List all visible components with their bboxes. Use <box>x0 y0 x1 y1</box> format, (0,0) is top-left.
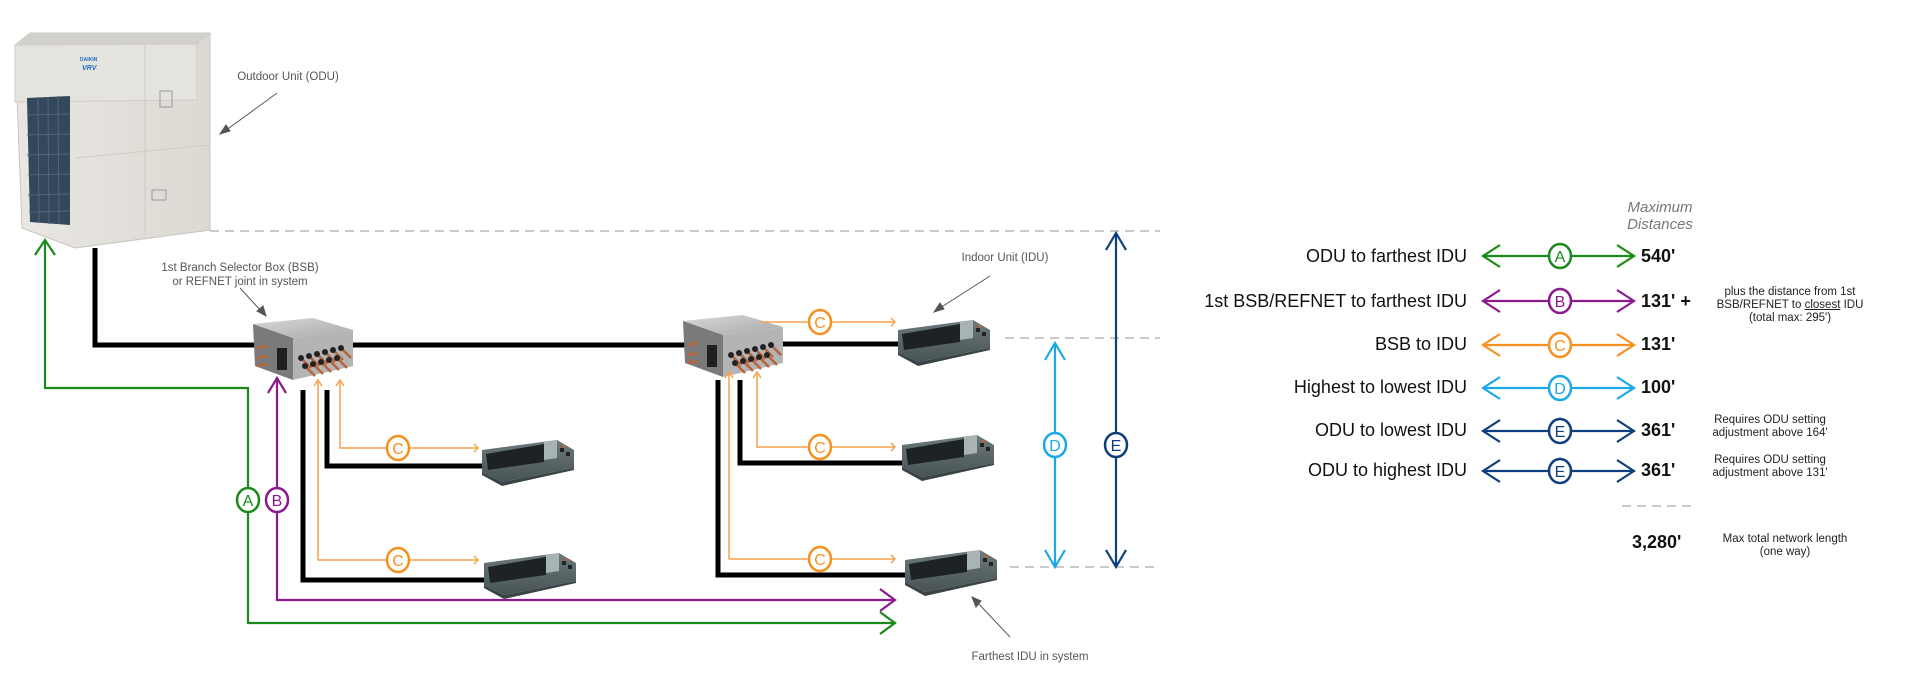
legend-marker-a: A <box>1547 242 1573 270</box>
legend-arrow-1 <box>1480 244 1637 268</box>
legend-arrow-6 <box>1480 459 1637 483</box>
legend-note-total: Max total network length (one way) <box>1722 533 1848 558</box>
marker-letter: B <box>1555 294 1566 311</box>
pipe-bsb1-to-idu-mid <box>324 390 485 469</box>
legend-label-a: ODU to farthest IDU <box>1305 246 1467 266</box>
legend-note-e-highest: Requires ODU setting adjustment above 13… <box>1712 454 1828 479</box>
legend-value-e-lowest: 361' <box>1641 420 1676 440</box>
legend-marker-b: B <box>1547 287 1573 315</box>
indoor-unit-bsb1-low <box>484 553 576 599</box>
marker-c: C <box>807 308 833 336</box>
branch-selector-box-2 <box>681 313 785 379</box>
distance-d-arrow <box>1044 340 1066 570</box>
legend-label-b: 1st BSB/REFNET to farthest IDU <box>1204 291 1467 311</box>
refrigerant-piping <box>92 248 905 583</box>
marker-letter: A <box>243 493 254 510</box>
marker-letter: A <box>1555 249 1566 266</box>
marker-a: A <box>235 486 261 514</box>
legend-label-c: BSB to IDU <box>1374 334 1467 354</box>
marker-c: C <box>385 546 411 574</box>
odu-callout: Outdoor Unit (ODU) <box>237 71 339 83</box>
marker-letter: C <box>814 315 826 332</box>
pipe-bsb2-to-idu-low <box>715 380 905 578</box>
marker-letter: C <box>392 441 404 458</box>
marker-letter: C <box>814 552 826 569</box>
legend-label-e-highest: ODU to highest IDU <box>1307 460 1467 480</box>
legend-marker-d: D <box>1547 374 1573 402</box>
marker-letter: D <box>1049 438 1061 455</box>
legend-value-c: 131' <box>1641 334 1676 354</box>
marker-e: E <box>1103 431 1129 459</box>
marker-letter: C <box>814 440 826 457</box>
marker-letter: E <box>1555 424 1566 441</box>
legend-header: Maximum Distances <box>1620 199 1700 233</box>
branch-selector-box-1 <box>251 316 355 382</box>
pipe-bsb2-to-idu-mid <box>737 380 905 466</box>
diagram-markers: A B C C C C C D E <box>235 308 1129 574</box>
legend-arrow-4 <box>1480 376 1637 400</box>
odu-brand-logo: DAIKIN <box>80 57 98 63</box>
callout-arrows <box>218 92 1011 638</box>
distance-e-arrow <box>1105 230 1127 570</box>
indoor-unit-bsb1-mid <box>482 440 574 486</box>
marker-letter: E <box>1555 464 1566 481</box>
marker-letter: C <box>1554 338 1566 355</box>
outdoor-unit-image: DAIKIN VRV <box>14 32 212 249</box>
legend-header-line2: Distances <box>1627 216 1693 233</box>
legend-note-e-lowest: Requires ODU setting adjustment above 16… <box>1712 414 1828 439</box>
marker-c: C <box>385 434 411 462</box>
indoor-unit-farthest <box>905 550 997 596</box>
legend-marker-c: C <box>1547 331 1573 359</box>
idu-callout: Indoor Unit (IDU) <box>961 252 1049 264</box>
marker-letter: C <box>392 553 404 570</box>
legend-arrow-2 <box>1480 289 1637 313</box>
marker-letter: D <box>1554 381 1566 398</box>
legend-arrows <box>1480 244 1637 483</box>
bsb-callout-line1: 1st Branch Selector Box (BSB) <box>161 262 319 274</box>
legend-marker-e: E <box>1547 457 1573 485</box>
bsb-callout-line2: or REFNET joint in system <box>172 276 308 288</box>
legend-arrow-3 <box>1480 333 1637 357</box>
marker-c: C <box>807 433 833 461</box>
reference-lines <box>135 230 1693 568</box>
legend-value-d: 100' <box>1641 377 1676 397</box>
pipe-odu-to-bsb1 <box>92 248 260 348</box>
marker-letter: B <box>272 493 283 510</box>
marker-c: C <box>807 545 833 573</box>
distance-a-arrow <box>34 238 897 635</box>
odu-model-label: VRV <box>82 65 98 72</box>
marker-letter: E <box>1111 438 1122 455</box>
bsb-callout: 1st Branch Selector Box (BSB) or REFNET … <box>130 261 350 289</box>
legend-value-total: 3,280' <box>1632 532 1682 552</box>
pipe-bsb1-to-idu-low <box>300 390 485 583</box>
indoor-unit-bsb2-top <box>898 320 990 366</box>
legend-arrow-5 <box>1480 419 1637 443</box>
legend-header-line1: Maximum <box>1627 199 1693 216</box>
legend-value-e-highest: 361' <box>1641 460 1676 480</box>
legend-label-d: Highest to lowest IDU <box>1293 377 1467 397</box>
marker-d: D <box>1042 431 1068 459</box>
indoor-unit-bsb2-mid <box>902 435 994 481</box>
distance-b-arrow <box>267 375 897 612</box>
legend-note-b: plus the distance from 1st BSB/REFNET to… <box>1716 286 1864 324</box>
legend-marker-e: E <box>1547 417 1573 445</box>
legend-label-e-lowest: ODU to lowest IDU <box>1314 420 1467 440</box>
legend-value-b: 131' + <box>1641 291 1691 311</box>
marker-b: B <box>264 486 290 514</box>
legend-value-a: 540' <box>1641 246 1676 266</box>
farthest-idu-callout: Farthest IDU in system <box>971 651 1089 663</box>
